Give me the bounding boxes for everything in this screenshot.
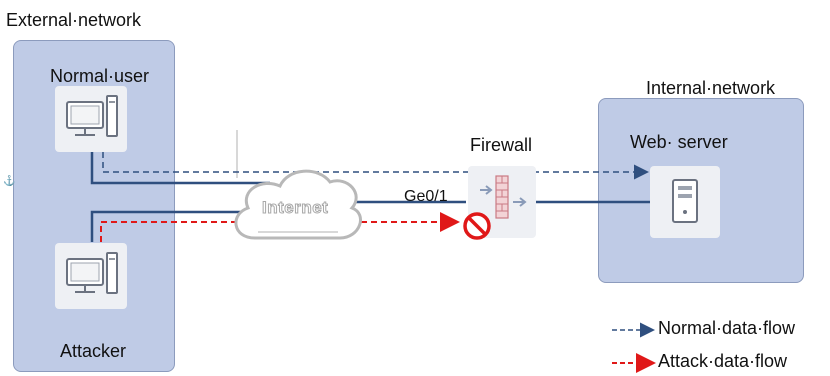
legend-attack-label: Attack·data·flow	[658, 351, 788, 371]
legend-normal-label: Normal·data·flow	[658, 318, 796, 338]
normal-user-label: Normal·user	[50, 66, 150, 86]
anchor-icon: ⚓	[3, 176, 16, 187]
cloud-icon	[234, 169, 362, 240]
attacker-tile[interactable]	[55, 243, 127, 309]
web-server-tile[interactable]	[650, 166, 720, 238]
internet-label: Internet	[261, 198, 329, 218]
link-normal-user	[90, 150, 270, 185]
attacker-label: Attacker	[60, 341, 127, 361]
link-attacker	[90, 210, 250, 242]
firewall-icon	[480, 175, 527, 219]
external-network-label: External·network	[6, 10, 142, 30]
pc-icon	[66, 95, 118, 137]
firewall-label: Firewall	[470, 135, 533, 155]
blocked-icon	[463, 212, 491, 240]
pc-icon	[66, 252, 118, 294]
external-network-zone	[13, 40, 175, 372]
web-server-label: Web· server	[630, 132, 728, 152]
interface-label: Ge0/1	[404, 188, 448, 205]
attack-flow-path	[100, 212, 460, 242]
normal-user-tile[interactable]	[55, 86, 127, 152]
server-icon	[672, 179, 698, 223]
normal-flow-path	[102, 152, 649, 180]
internal-network-label: Internal·network	[646, 78, 776, 98]
